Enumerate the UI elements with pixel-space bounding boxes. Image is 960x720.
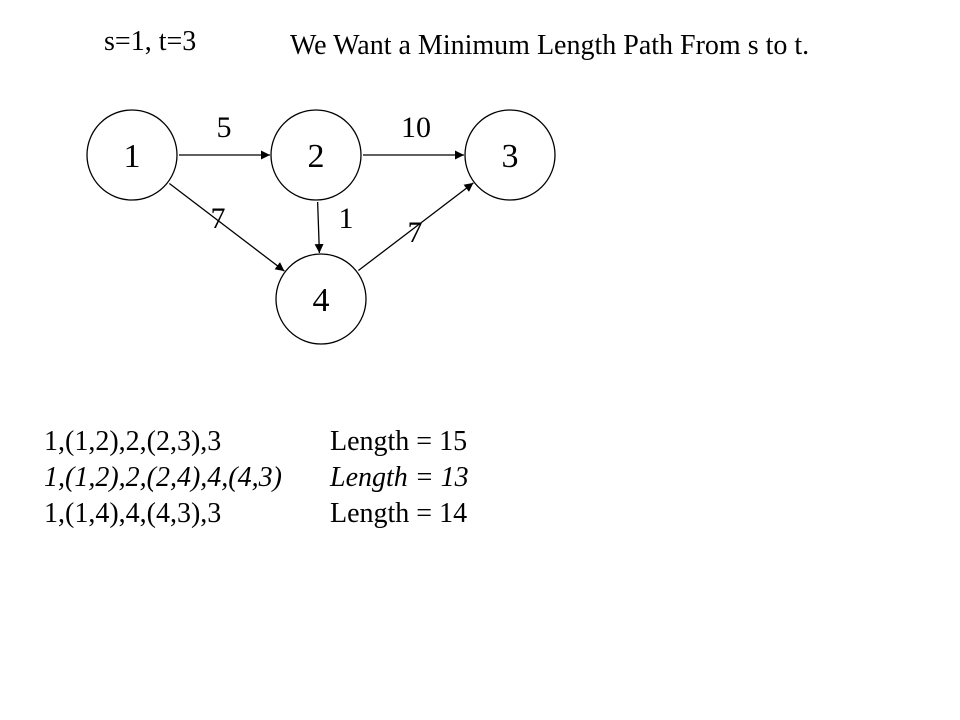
path-length: Length = 15 <box>330 426 468 457</box>
node-circle <box>86 109 178 201</box>
path-sequence: 1,(1,2),2,(2,4),4,(4,3) <box>44 462 282 493</box>
node-label: 2 <box>308 138 325 175</box>
edge-weight-4-3: 7 <box>408 216 423 249</box>
edge-weight-2-3: 10 <box>401 111 431 144</box>
edge-4-3 <box>357 182 474 272</box>
edge-weight-1-4: 7 <box>211 202 226 235</box>
path-row-3: 1,(1,4),4,(4,3),3 Length = 14 <box>44 494 544 530</box>
path-length: Length = 14 <box>330 498 468 529</box>
node-4: 4 <box>275 253 367 345</box>
node-circle <box>270 109 362 201</box>
path-sequence: 1,(1,2),2,(2,3),3 <box>44 426 222 457</box>
edges-layer <box>168 150 474 272</box>
node-label: 3 <box>502 138 519 175</box>
node-label: 4 <box>313 282 330 319</box>
path-length: Length = 13 <box>330 462 469 493</box>
edge-2-4 <box>314 201 324 254</box>
node-1: 1 <box>86 109 178 201</box>
path-sequence: 1,(1,4),4,(4,3),3 <box>44 498 222 529</box>
page-title: We Want a Minimum Length Path From s to … <box>290 30 810 61</box>
node-circle <box>275 253 367 345</box>
node-label: 1 <box>124 138 141 175</box>
edge-weight-2-4: 1 <box>339 202 354 235</box>
node-3: 3 <box>464 109 556 201</box>
source-target-label: s=1, t=3 <box>104 26 197 57</box>
path-list: 1,(1,2),2,(2,3),3 Length = 15 1,(1,2),2,… <box>44 422 544 530</box>
node-2: 2 <box>270 109 362 201</box>
path-row-1: 1,(1,2),2,(2,3),3 Length = 15 <box>44 422 544 458</box>
weights-layer: 5 10 7 1 7 <box>211 111 432 249</box>
node-circle <box>464 109 556 201</box>
edge-weight-1-2: 5 <box>217 111 232 144</box>
edge-1-4 <box>168 182 285 272</box>
path-row-2: 1,(1,2),2,(2,4),4,(4,3) Length = 13 <box>44 458 544 494</box>
